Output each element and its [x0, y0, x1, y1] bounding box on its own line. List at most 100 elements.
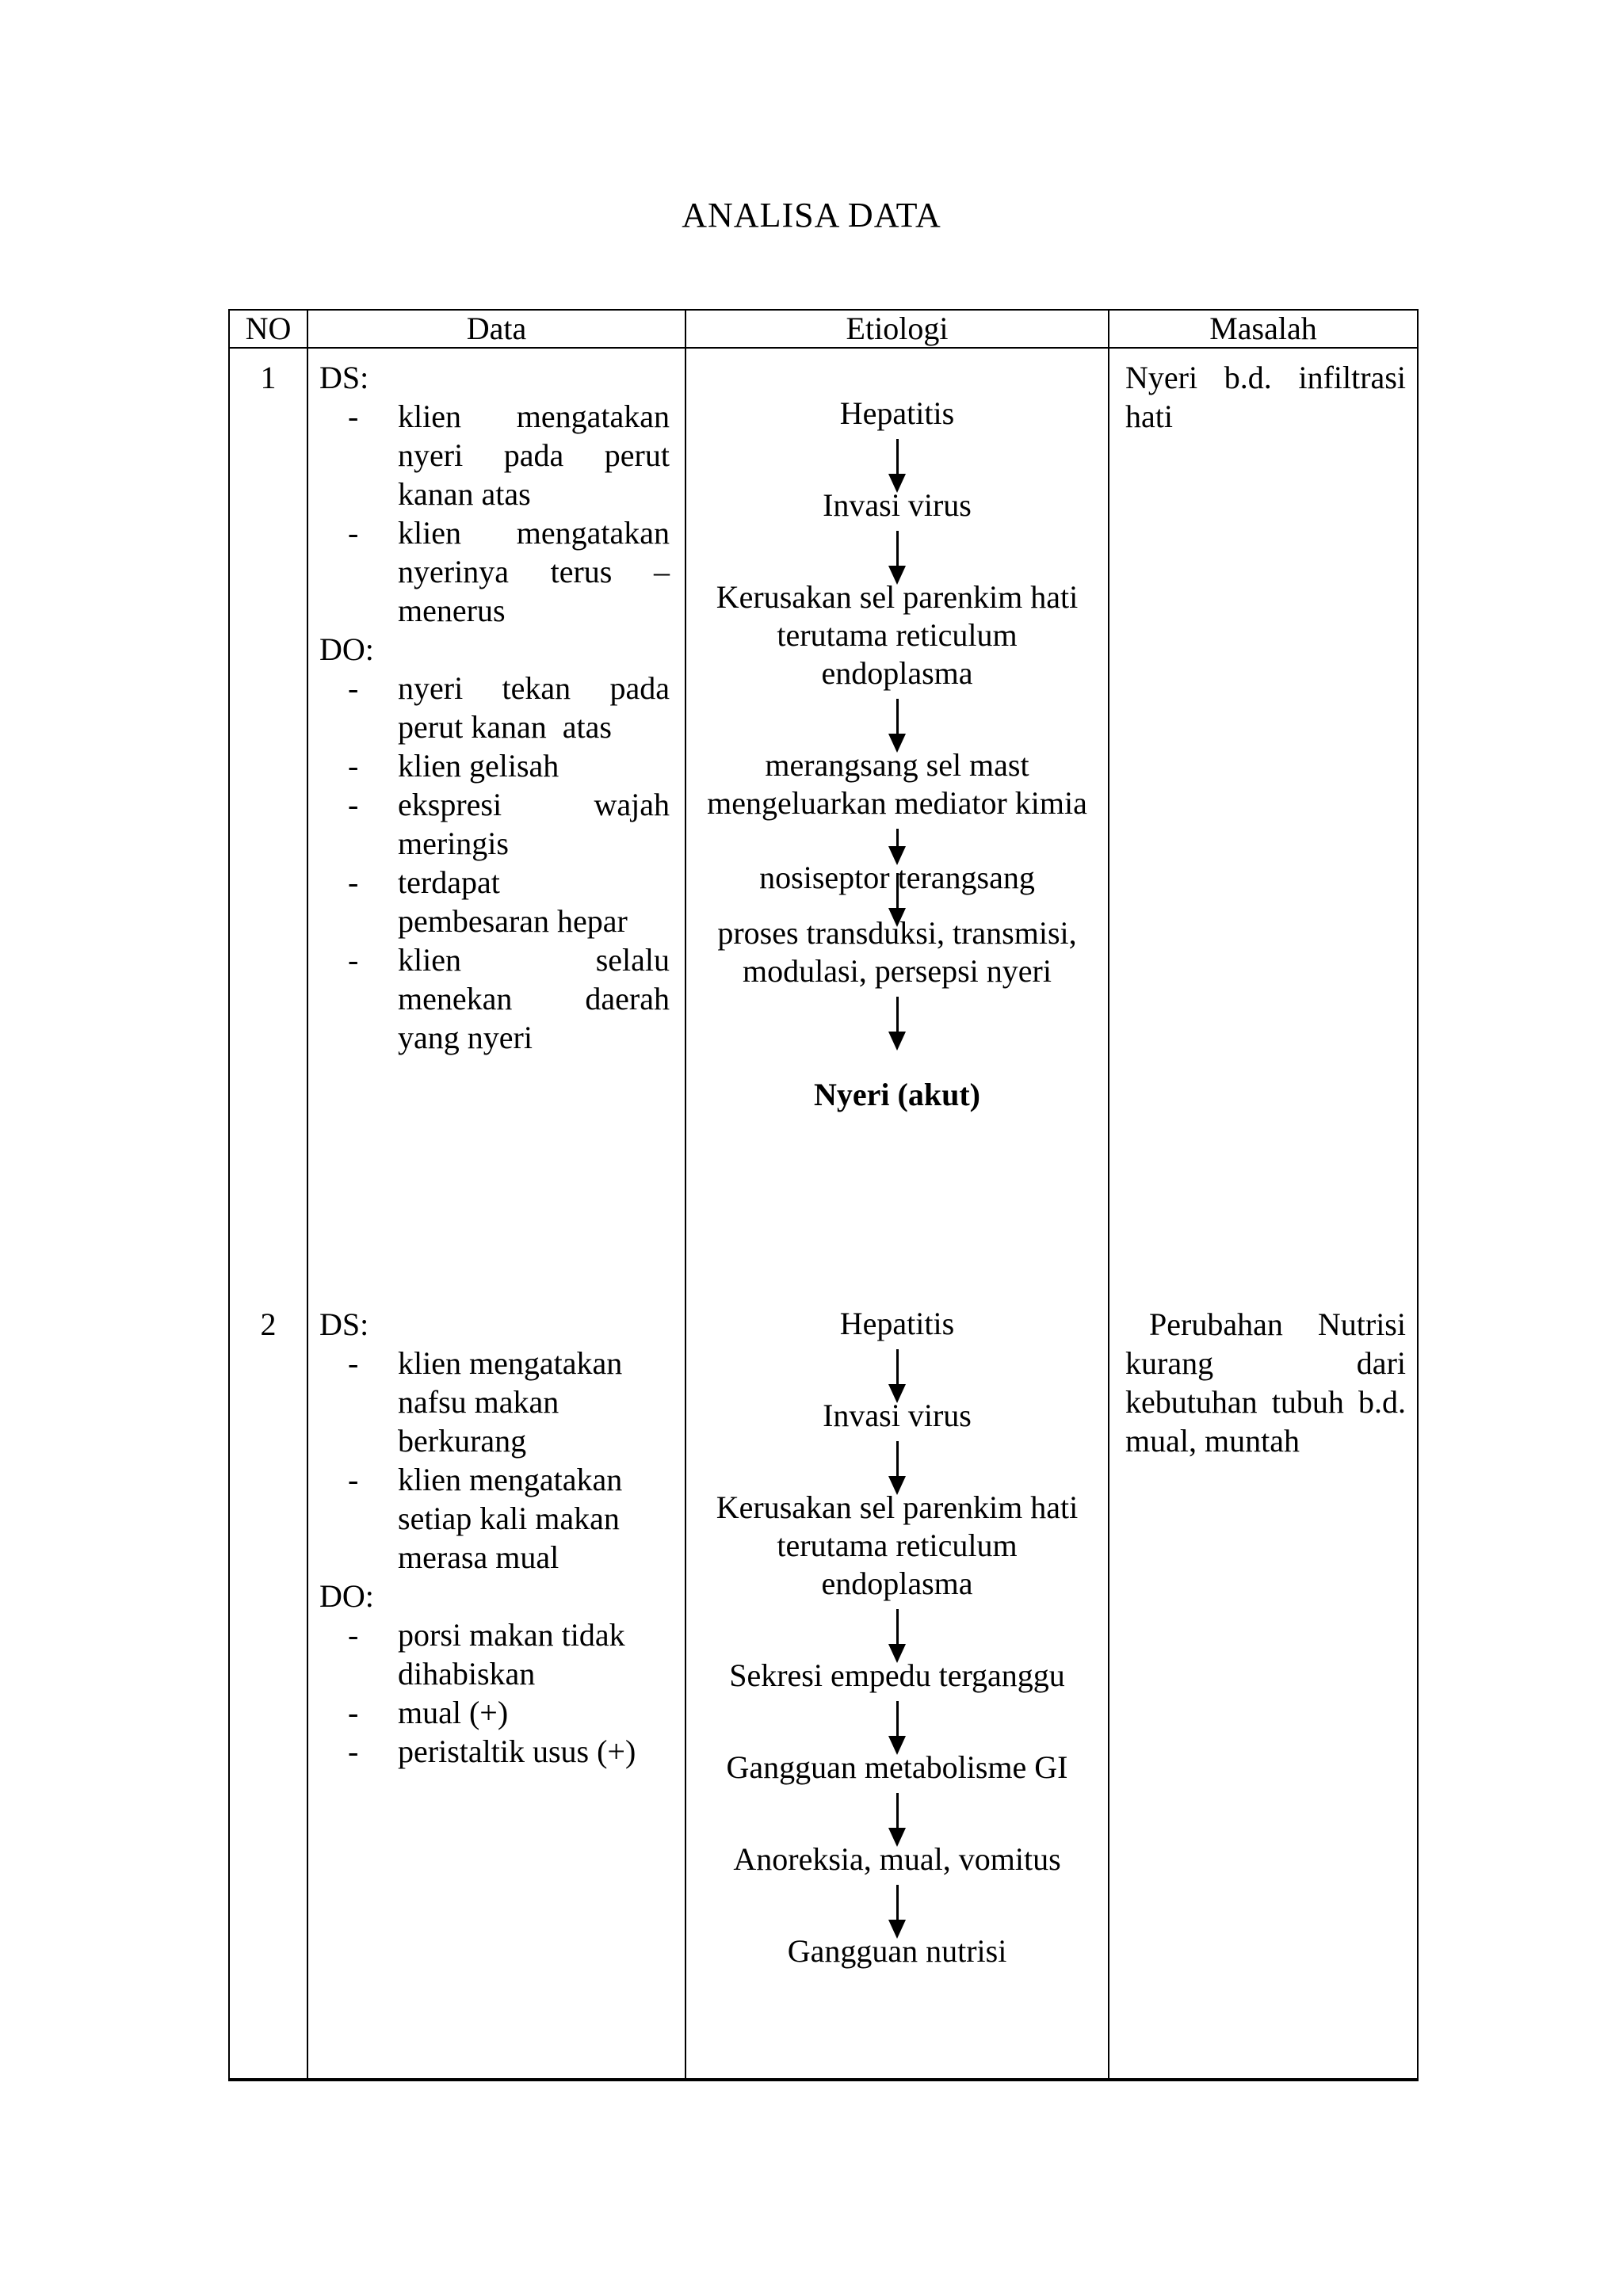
bullet-dash: - — [348, 787, 359, 822]
bullet-line: setiap kali makan — [398, 1501, 620, 1536]
bullet-line: nafsu makan — [398, 1384, 559, 1420]
etiology-line: Anoreksia, mual, vomitus — [733, 1841, 1061, 1877]
down-arrow-icon — [896, 873, 899, 908]
bullet-lines: peristaltik usus (+) — [398, 1732, 670, 1771]
bullet-lines: mual (+) — [398, 1693, 670, 1732]
bullet-line: nyerinya terus – — [398, 554, 670, 589]
bullet-line: meringis — [398, 826, 509, 861]
section-label: DO: — [319, 1578, 374, 1614]
bullet-dash: - — [348, 399, 359, 434]
bullet-line: menerus — [398, 593, 506, 628]
problem-line: kebutuhan tubuh b.d. — [1125, 1384, 1406, 1420]
bullet-line: menekan daerah — [398, 981, 670, 1016]
etiology-line: terutama reticulum — [777, 1527, 1018, 1563]
bullet-line: perut kanan atas — [398, 709, 612, 745]
problem-line: mual, muntah — [1125, 1423, 1300, 1459]
etiology-step: Nyeri (akut) — [814, 1076, 980, 1114]
etiology-line: modulasi, persepsi nyeri — [743, 953, 1052, 989]
down-arrow-icon — [896, 997, 899, 1032]
row1-masalah-block: Nyeri b.d. infiltrasi hati — [1109, 349, 1417, 436]
problem-line: hati — [1125, 399, 1173, 434]
problem-text: Nyeri b.d. infiltrasi hati — [1109, 349, 1417, 436]
bullet-line: klien mengatakan — [398, 399, 670, 434]
down-arrow-icon — [896, 1793, 899, 1828]
etiology-line: Hepatitis — [839, 395, 955, 431]
etiology-line: endoplasma — [821, 655, 973, 691]
column-header-data: Data — [308, 311, 686, 349]
down-arrow-icon — [896, 1349, 899, 1384]
bullet-dash: - — [348, 864, 359, 900]
etiology-step: Hepatitis — [840, 395, 954, 433]
section-label: DO: — [319, 631, 374, 667]
problem-line: Nyeri b.d. infiltrasi — [1125, 360, 1406, 395]
column-header-masalah: Masalah — [1109, 311, 1417, 349]
etiology-step: Gangguan metabolisme GI — [727, 1749, 1068, 1787]
etiology-line: Gangguan metabolisme GI — [726, 1749, 1068, 1785]
bullet-dash: - — [348, 515, 359, 551]
down-arrow-icon — [896, 829, 899, 846]
bullet-line: klien gelisah — [398, 748, 559, 784]
etiology-line: Kerusakan sel parenkim hati — [716, 579, 1079, 615]
bullet-dash: - — [348, 942, 359, 978]
row-number: 1 — [260, 360, 277, 395]
down-arrow-icon — [896, 1441, 899, 1476]
bullet-dash: - — [348, 1695, 359, 1730]
etiology-line: merangsang sel mast — [765, 747, 1029, 783]
page-title: ANALISA DATA — [682, 196, 941, 235]
etiology-step: Invasi virus — [823, 486, 972, 524]
bullet-line: nyeri pada perut — [398, 437, 670, 473]
down-arrow-icon — [896, 1885, 899, 1920]
etiology-step: Hepatitis — [840, 1305, 954, 1343]
down-arrow-icon — [896, 531, 899, 566]
bullet-line: merasa mual — [398, 1539, 559, 1575]
bullet-dash: - — [348, 1345, 359, 1381]
bullet-line: klien mengatakan — [398, 515, 670, 551]
bullet-dash: - — [348, 670, 359, 706]
row-number: 2 — [260, 1306, 277, 1342]
etiology-step: Gangguan nutrisi — [788, 1932, 1007, 1970]
etiology-step: Invasi virus — [823, 1397, 972, 1435]
bullet-line: pembesaran hepar — [398, 903, 628, 939]
bullet-line: ekspresi wajah — [398, 787, 670, 822]
etiology-line: Nyeri (akut) — [814, 1077, 980, 1112]
column-header-etiologi: Etiologi — [686, 311, 1109, 349]
bullet-line: porsi makan tidak — [398, 1617, 625, 1653]
bullet-line: mual (+) — [398, 1695, 509, 1730]
table-header-row: NO Data Etiologi Masalah — [230, 311, 1417, 349]
section-label: DS: — [319, 360, 369, 395]
bullet-lines: klien gelisah — [398, 746, 670, 785]
bullet-line: kanan atas — [398, 476, 531, 512]
bullet-item: -klien gelisah — [348, 746, 670, 785]
etiology-line: Invasi virus — [823, 1398, 972, 1433]
bullet-line: dihabiskan — [398, 1656, 536, 1691]
down-arrow-icon — [896, 1609, 899, 1644]
down-arrow-icon — [896, 1701, 899, 1736]
analysis-table: NO Data Etiologi Masalah 1 2 DS:-klien m… — [228, 309, 1419, 2081]
